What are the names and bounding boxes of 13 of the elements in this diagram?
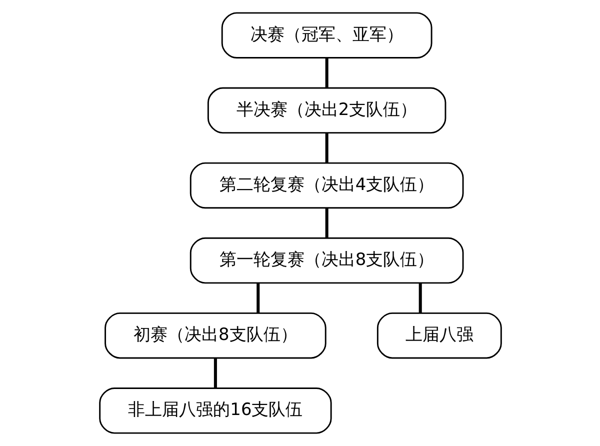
node-box: 半决赛（决出2支队伍） bbox=[206, 87, 446, 134]
connector bbox=[324, 58, 328, 88]
connector bbox=[213, 358, 216, 388]
connector bbox=[324, 208, 328, 238]
connector bbox=[324, 132, 328, 163]
connector bbox=[256, 283, 260, 314]
node-box: 第一轮复赛（决出8支队伍） bbox=[189, 237, 464, 284]
node-box: 第二轮复赛（决出4支队伍） bbox=[189, 162, 464, 209]
node-box: 初赛（决出8支队伍） bbox=[104, 312, 326, 359]
node-box: 上届八强 bbox=[376, 312, 502, 359]
node-box: 决赛（冠军、亚军） bbox=[220, 12, 432, 58]
node-box: 非上届八强的16支队伍 bbox=[98, 388, 332, 434]
connector bbox=[418, 283, 422, 314]
